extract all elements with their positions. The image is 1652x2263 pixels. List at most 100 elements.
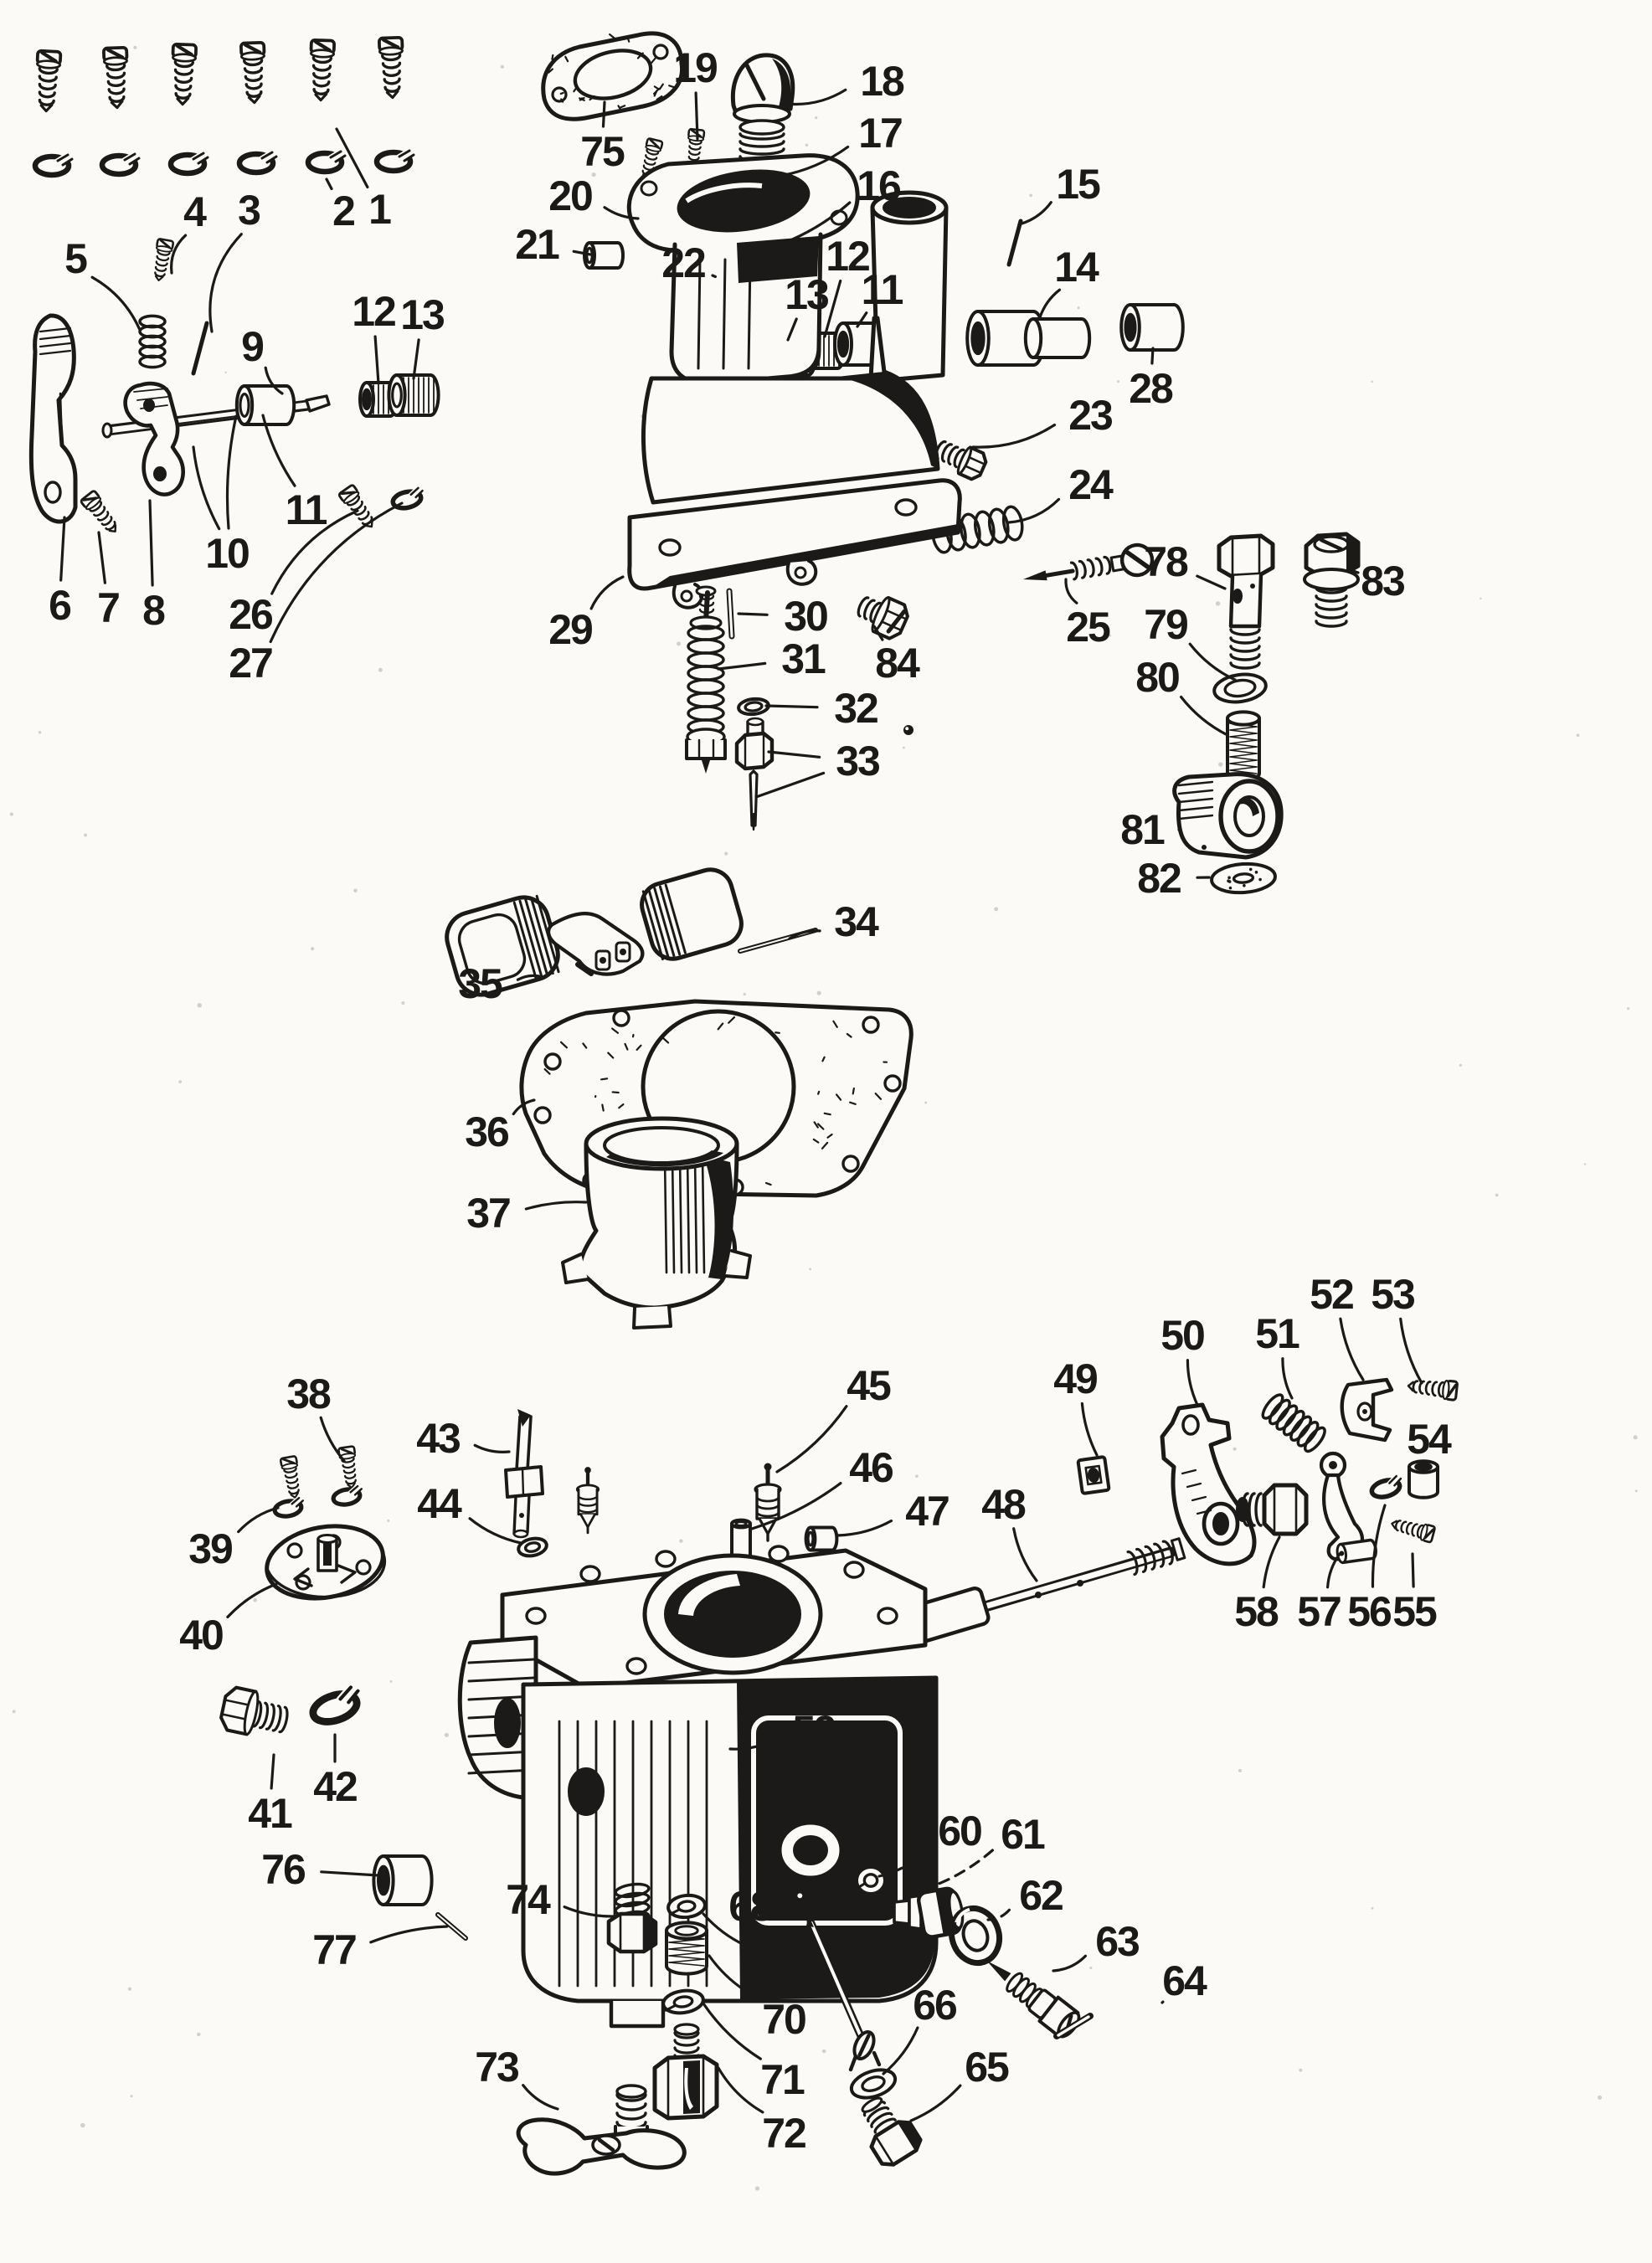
leader-line-41 <box>270 1753 275 1790</box>
part-number-47: 47 <box>905 1488 949 1535</box>
part-mounting-screw-6 <box>378 35 404 100</box>
leader-line-31 <box>717 661 767 671</box>
part-number-17: 17 <box>858 110 902 157</box>
callout-38: 38 <box>286 1371 346 1463</box>
leader-line-17 <box>779 145 850 177</box>
part-number-69: 69 <box>762 1945 805 1992</box>
part-number-13: 13 <box>400 291 444 338</box>
part-number-65: 65 <box>965 2044 1009 2091</box>
part-washer-56 <box>1369 1468 1405 1499</box>
leader-line-56 <box>1371 1504 1387 1588</box>
callout-78: 78 <box>1144 538 1227 590</box>
leader-line-7 <box>97 531 106 584</box>
leader-line-4 <box>170 234 188 275</box>
part-nut-47 <box>804 1525 839 1552</box>
part-ring-62 <box>948 1905 1003 1967</box>
leader-line-71 <box>702 2002 762 2060</box>
part-number-75: 75 <box>580 128 625 175</box>
leader-line-83 <box>1346 568 1360 574</box>
callout-64: 64 <box>1161 1957 1209 2004</box>
part-mounting-screw-3 <box>171 42 198 106</box>
callout-60: 60 <box>877 1808 983 1878</box>
leader-line-28 <box>1150 347 1155 365</box>
part-plug-84 <box>857 595 909 640</box>
leader-line-73 <box>522 2084 559 2111</box>
part-number-18: 18 <box>860 58 904 105</box>
callout-41: 41 <box>248 1753 294 1837</box>
part-washer-27 <box>390 481 427 511</box>
part-number-62: 62 <box>1019 1872 1063 1919</box>
part-screw-19b <box>687 127 706 171</box>
part-number-50: 50 <box>1161 1312 1204 1359</box>
part-number-8: 8 <box>142 587 165 634</box>
callout-40: 40 <box>179 1582 278 1659</box>
part-ring-76 <box>372 1854 434 1906</box>
callout-19: 19 <box>673 44 718 141</box>
part-number-19: 19 <box>673 44 717 91</box>
leader-line-69 <box>702 1912 759 1952</box>
part-number-45: 45 <box>847 1362 891 1409</box>
part-number-63: 63 <box>1095 1918 1139 1965</box>
part-body-59 <box>457 1545 939 2029</box>
leader-line-74 <box>563 1906 615 1918</box>
part-bolt-18 <box>730 53 795 171</box>
part-drip <box>903 725 913 735</box>
leader-line-10 <box>225 414 238 530</box>
leader-line-62 <box>986 1908 1011 1921</box>
part-washer-44 <box>517 1536 548 1558</box>
part-screw-38a <box>279 1455 300 1499</box>
callout-46: 46 <box>750 1444 894 1530</box>
leader-line-64 <box>1161 2000 1165 2004</box>
part-washer-82 <box>1210 861 1277 895</box>
part-ring-28 <box>1119 303 1185 352</box>
callout-23: 23 <box>971 392 1114 449</box>
part-number-32: 32 <box>834 685 877 732</box>
callout-33: 33 <box>754 738 881 799</box>
part-lock-washer-b <box>99 147 146 177</box>
part-screw-53 <box>1407 1379 1459 1402</box>
part-number-35: 35 <box>458 960 502 1007</box>
part-gasket-75 <box>541 31 685 121</box>
callout-20: 20 <box>548 172 640 220</box>
part-cup-70 <box>665 1921 708 1976</box>
leader-line-79 <box>1188 642 1237 681</box>
part-washer-39a <box>272 1491 308 1519</box>
leader-line-61 <box>913 1849 994 1894</box>
leader-line-18 <box>785 88 847 106</box>
part-number-1: 1 <box>368 186 391 233</box>
leader-line-29 <box>589 575 625 610</box>
leader-line-84 <box>872 625 884 641</box>
leader-line-5 <box>90 275 142 332</box>
callout-14: 14 <box>1038 244 1101 319</box>
part-number-14: 14 <box>1054 244 1099 291</box>
part-needle-63 <box>986 1960 1094 2039</box>
part-screw-23 <box>934 440 988 481</box>
callout-83: 83 <box>1346 558 1406 604</box>
part-pin-3 <box>191 321 209 376</box>
leader-line-36 <box>512 1098 536 1116</box>
leader-line-35 <box>516 974 544 981</box>
part-number-30: 30 <box>784 593 827 640</box>
part-mounting-screw-5 <box>309 38 336 102</box>
leader-line-26 <box>270 509 359 595</box>
part-clip-49 <box>1076 1455 1111 1495</box>
part-lever-57 <box>1319 1451 1377 1565</box>
leader-line-13 <box>412 338 420 380</box>
part-number-28: 28 <box>1129 365 1173 412</box>
part-number-58: 58 <box>1234 1588 1279 1635</box>
callout-28: 28 <box>1129 347 1175 412</box>
part-number-13: 13 <box>785 271 828 318</box>
part-bolt-41 <box>219 1685 289 1736</box>
callout-43: 43 <box>416 1415 511 1462</box>
leader-line-47 <box>836 1519 893 1537</box>
callout-68: 68 <box>728 1883 792 1930</box>
part-number-24: 24 <box>1068 461 1114 508</box>
part-ball-68 <box>795 1890 810 1906</box>
leader-line-66 <box>882 2026 919 2075</box>
leader-line-27 <box>269 501 404 644</box>
part-number-49: 49 <box>1053 1355 1097 1402</box>
leader-line-77 <box>369 1925 449 1944</box>
callout-66: 66 <box>882 1982 958 2075</box>
part-body-29 <box>626 153 962 609</box>
